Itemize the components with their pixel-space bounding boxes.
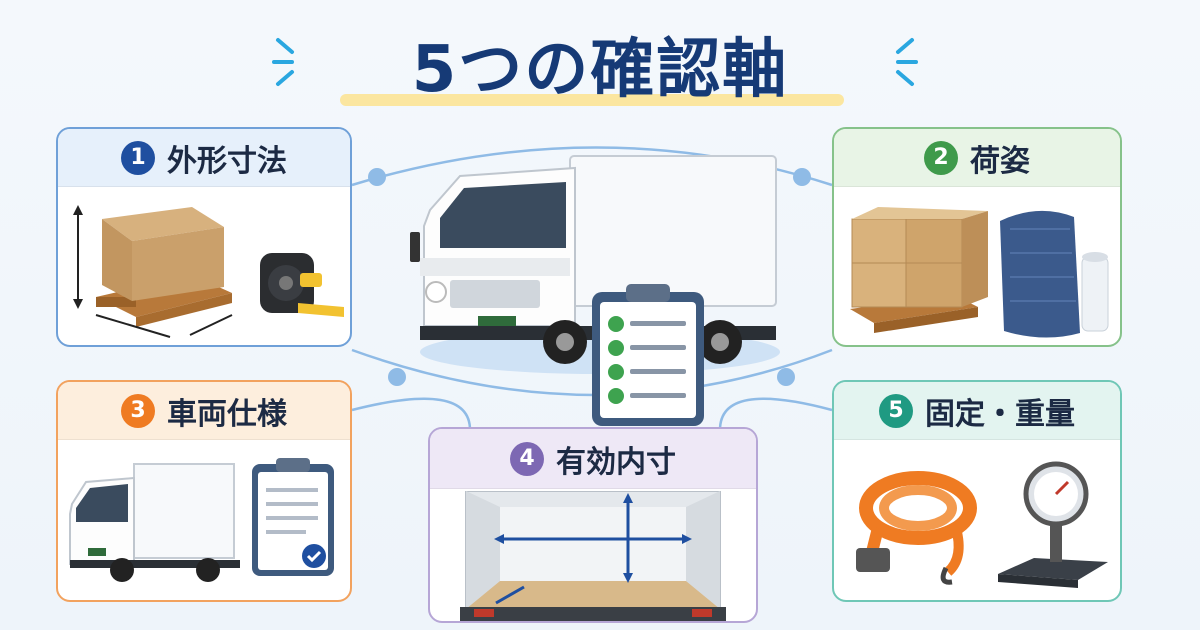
card-number-badge: 4 <box>510 441 544 476</box>
card-header: 3 車両仕様 <box>58 382 350 440</box>
card-interior-dimensions: 4 有効内寸 <box>428 427 758 623</box>
title-area: 5つの確認軸 <box>0 14 1200 114</box>
cargo-interior-icon <box>460 491 726 621</box>
card-number-badge: 3 <box>121 393 155 428</box>
checklist-clipboard-icon <box>592 284 704 426</box>
title-underline <box>340 94 844 106</box>
checklist-clipboard-icon <box>252 458 334 576</box>
card-title: 車両仕様 <box>167 396 287 432</box>
stretch-film-icon <box>1081 252 1109 332</box>
card-outer-dimensions: 1 外形寸法 <box>56 127 352 347</box>
card-vehicle-spec: 3 車両仕様 <box>56 380 352 602</box>
tape-measure-icon <box>260 253 344 317</box>
weighing-scale-icon <box>998 461 1108 588</box>
card-header: 4 有効内寸 <box>430 429 756 489</box>
card-packing-style: 2 荷姿 <box>832 127 1122 347</box>
card-number-badge: 2 <box>924 140 958 175</box>
card-header: 1 外形寸法 <box>58 129 350 187</box>
cardboard-box-icon <box>73 205 344 338</box>
sparkle-icon <box>896 38 918 86</box>
card-title: 外形寸法 <box>167 143 287 179</box>
card-number-badge: 5 <box>879 393 913 428</box>
truck-icon <box>69 458 334 582</box>
stacked-boxes-icon <box>850 207 1109 338</box>
card-number-badge: 1 <box>121 140 155 175</box>
card-title: 荷姿 <box>970 143 1030 179</box>
sparkle-icon <box>272 38 294 86</box>
card-header: 5 固定・重量 <box>834 382 1120 440</box>
card-header: 2 荷姿 <box>834 129 1120 187</box>
card-securing-weight: 5 固定・重量 <box>832 380 1122 602</box>
card-title: 固定・重量 <box>925 396 1075 432</box>
moving-blanket-icon <box>1000 210 1080 338</box>
card-title: 有効内寸 <box>556 444 676 480</box>
ratchet-strap-icon <box>856 461 1108 588</box>
page-title: 5つの確認軸 <box>411 33 789 107</box>
